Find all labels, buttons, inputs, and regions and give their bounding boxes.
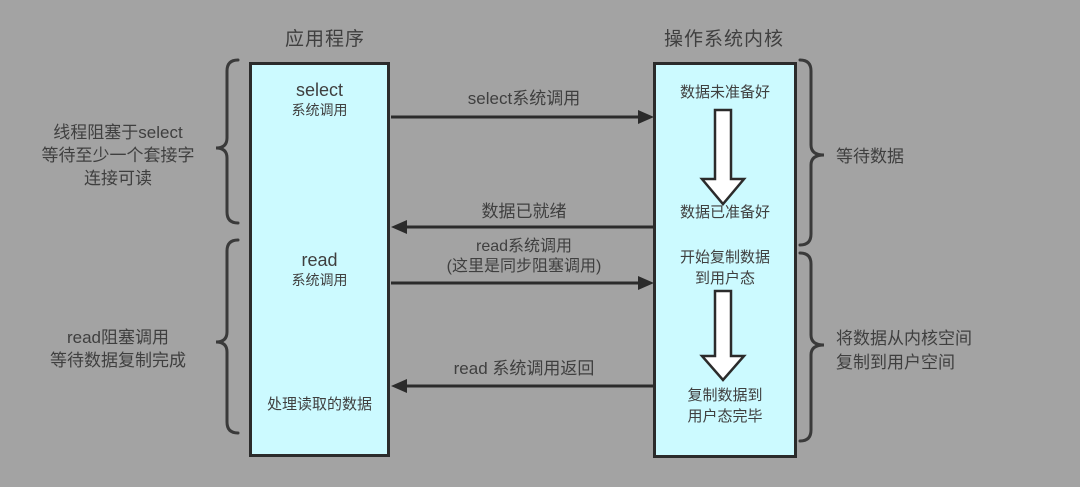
read-call-arrow-line2: (这里是同步阻塞调用) [446, 258, 602, 275]
copy-start-line1: 开始复制数据 [679, 249, 770, 266]
application-box [249, 62, 390, 457]
right-arrowhead-icon [638, 110, 654, 124]
read-return-arrow-label: read 系统调用返回 [453, 359, 595, 378]
curly-brace-icon [798, 58, 825, 247]
annotation-line: 等待数据复制完成 [50, 351, 186, 370]
down-arrow-icon [699, 289, 747, 382]
annotation-line: 将数据从内核空间 [836, 329, 972, 348]
curly-brace-icon [215, 58, 240, 225]
read-call-sub: 系统调用 [291, 271, 348, 288]
kernel-column-title: 操作系统内核 [663, 29, 784, 50]
annotation-line: 连接可读 [84, 169, 152, 188]
annotation-line: 复制到用户空间 [836, 353, 955, 372]
read-call-arrow-label: read系统调用 (这里是同步阻塞调用) [395, 237, 653, 277]
curly-brace-icon [215, 238, 240, 435]
copy-done-label: 复制数据到 用户态完毕 [653, 385, 797, 427]
copy-done-line1: 复制数据到 [687, 387, 763, 404]
copy-start-line2: 到用户态 [694, 270, 755, 287]
read-call-name: read [301, 250, 338, 270]
left-arrowhead-icon [391, 220, 407, 234]
read-call-arrow-line1: read系统调用 [475, 238, 573, 255]
copy-start-label: 开始复制数据 到用户态 [653, 247, 797, 289]
select-call-label: select 系统调用 [249, 79, 390, 119]
read-call-label: read 系统调用 [249, 249, 390, 289]
read-blocking-annotation: read阻塞调用 等待数据复制完成 [12, 326, 224, 372]
select-call-arrow-label: select系统调用 [467, 89, 581, 108]
copy-done-line2: 用户态完毕 [687, 408, 763, 425]
wait-data-annotation: 等待数据 [836, 147, 904, 166]
down-arrow-icon [699, 108, 747, 206]
process-data-label: 处理读取的数据 [266, 396, 372, 413]
copy-data-annotation: 将数据从内核空间 复制到用户空间 [836, 327, 1046, 375]
data-ready-arrow-label: 数据已就绪 [481, 202, 567, 221]
select-call-sub: 系统调用 [291, 101, 348, 118]
annotation-line: 线程阻塞于select [53, 123, 183, 142]
left-arrowhead-icon [391, 379, 407, 393]
right-arrowhead-icon [638, 276, 654, 290]
select-call-name: select [295, 80, 344, 100]
select-blocking-annotation: 线程阻塞于select 等待至少一个套接字 连接可读 [12, 121, 224, 190]
data-not-ready-label: 数据未准备好 [679, 84, 770, 101]
annotation-line: 等待至少一个套接字 [41, 146, 195, 165]
data-ready-label: 数据已准备好 [679, 204, 770, 221]
curly-brace-icon [798, 251, 825, 443]
application-column-title: 应用程序 [284, 29, 365, 50]
annotation-line: read阻塞调用 [66, 328, 170, 347]
